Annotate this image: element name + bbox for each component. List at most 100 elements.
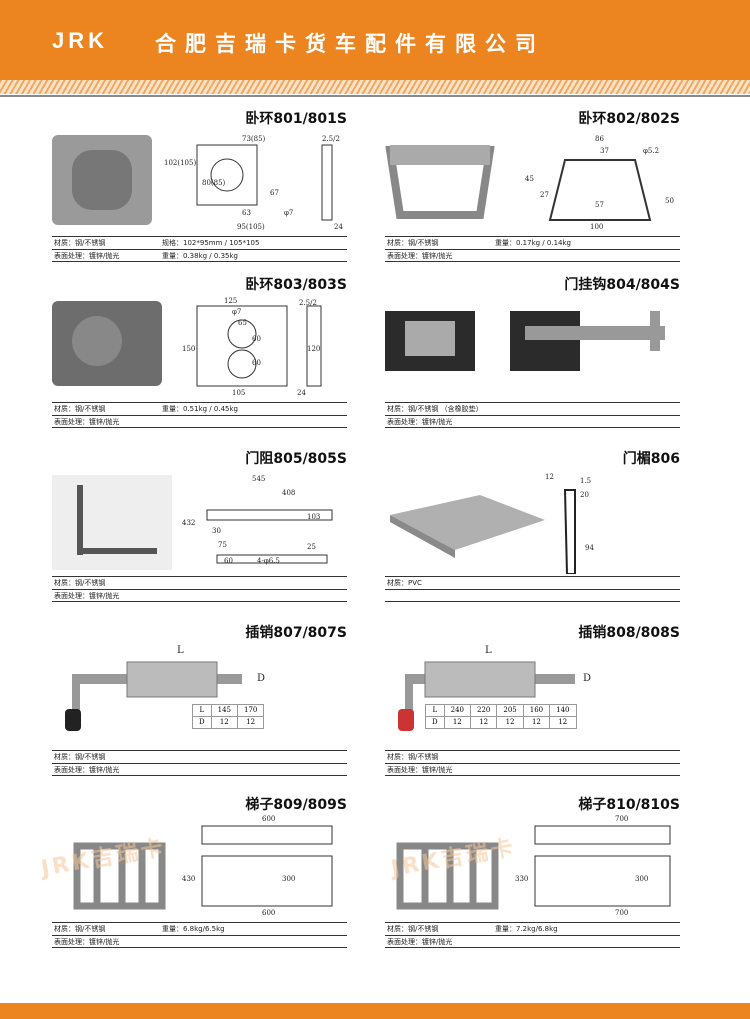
- material-label: 材质：钢/不锈钢: [54, 405, 106, 413]
- product-info: 材质：钢/不锈钢 重量：0.51kg / 0.45kg 表面处理：镀锌/抛光: [52, 402, 347, 428]
- dimension-label: 37: [600, 147, 609, 155]
- header-banner: JRK 合肥吉瑞卡货车配件有限公司: [0, 0, 750, 80]
- product-drawing: [52, 135, 333, 225]
- material-label: 材质：钢/不锈钢 （含橡胶垫）: [387, 405, 483, 413]
- info-row: 表面处理：镀锌/抛光: [385, 249, 680, 262]
- spec-cell: D: [192, 716, 212, 729]
- dimension-label: 75: [218, 541, 227, 549]
- product-title: 门楣806: [622, 451, 680, 467]
- product-title: 门挂钩804/804S: [564, 277, 680, 293]
- dimension-label: φ5.2: [643, 147, 660, 155]
- info-row: [385, 589, 680, 602]
- spec-cell: 170: [236, 704, 265, 717]
- material-label: 材质：钢/不锈钢: [54, 753, 106, 761]
- spec-label: 重量：0.51kg / 0.45kg: [162, 405, 238, 413]
- dimension-label: 150: [182, 345, 196, 353]
- dimension-label: 25: [307, 543, 316, 551]
- info-row: 表面处理：镀锌/抛光: [385, 415, 680, 428]
- dimension-label: 432: [182, 519, 196, 527]
- dimension-label: 45: [525, 175, 534, 183]
- spec-cell: D: [425, 716, 445, 729]
- dimension-label: 105: [232, 389, 246, 397]
- product-drawing: [396, 825, 671, 910]
- surface-label: 表面处理：镀锌/抛光: [54, 937, 120, 946]
- surface-label: 表面处理：镀锌/抛光: [54, 251, 120, 260]
- info-row: 材质：钢/不锈钢规格：102*95mm / 105*105: [52, 236, 347, 249]
- dimension-label: 60: [224, 557, 233, 565]
- spec-cell: 160: [522, 704, 551, 717]
- product-drawing: [385, 145, 652, 221]
- spec-cell: 12: [236, 716, 265, 729]
- material-label: 材质：PVC: [387, 579, 422, 587]
- product-info: 材质：钢/不锈钢表面处理：镀锌/抛光: [52, 750, 347, 776]
- product-drawing: [73, 825, 333, 910]
- info-row: 材质：钢/不锈钢 重量：0.51kg / 0.45kg: [52, 402, 347, 415]
- dimension-label: 103: [307, 513, 321, 521]
- dimension-label: 30: [212, 527, 221, 535]
- dimension-label: 4-φ6.5: [257, 557, 280, 565]
- weight-label: 重量：0.38kg / 0.35kg: [162, 251, 238, 260]
- surface-label: 表面处理：镀锌/抛光: [54, 417, 120, 426]
- product-title: 卧环802/802S: [578, 111, 680, 127]
- info-row: 材质：钢/不锈钢: [52, 750, 347, 763]
- spec-cell: 12: [443, 716, 472, 729]
- dimension-label: 94: [585, 544, 594, 552]
- spec-cell: 240: [443, 704, 472, 717]
- surface-label: 表面处理：镀锌/抛光: [387, 765, 453, 774]
- dimension-label: φ7: [232, 308, 242, 316]
- dimension-label: 2.5/2: [299, 299, 317, 307]
- product-drawing: [390, 489, 576, 575]
- dimension-label: 1.5: [580, 477, 592, 485]
- info-row: 材质：PVC: [385, 576, 680, 589]
- spec-label: 规格：102*95mm / 105*105: [162, 239, 260, 247]
- spec-cell: 12: [522, 716, 551, 729]
- info-row: 表面处理：镀锌/抛光: [52, 935, 347, 948]
- dimension-label: 300: [282, 875, 296, 883]
- info-row: 表面处理：镀锌/抛光: [52, 415, 347, 428]
- product-info: 材质：钢/不锈钢规格：102*95mm / 105*105 表面处理：镀锌/抛光 重…: [52, 236, 347, 262]
- material-label: 材质：钢/不锈钢: [54, 579, 106, 587]
- header-stripe-band: [0, 80, 750, 94]
- dimension-label: L: [177, 645, 184, 656]
- dimension-label: 330: [515, 875, 529, 883]
- info-row: 材质：钢/不锈钢: [52, 576, 347, 589]
- product-drawing: [385, 311, 665, 371]
- dimension-label: 600: [262, 815, 276, 823]
- dimension-label: 50: [665, 197, 674, 205]
- dimension-label: D: [257, 673, 266, 684]
- product-block: 门挂钩804/804S 材质：钢/不锈钢 （含橡胶垫） 表面处理：镀锌/抛光: [385, 274, 680, 444]
- product-info: 材质：PVC: [385, 576, 680, 602]
- spec-cell: 12: [496, 716, 524, 729]
- spec-cell: 12: [469, 716, 498, 729]
- spec-cell: 12: [210, 716, 239, 729]
- info-row: 材质：钢/不锈钢重量：7.2kg/6.8kg: [385, 922, 680, 935]
- info-row: 表面处理：镀锌/抛光: [52, 589, 347, 602]
- spec-cell: L: [425, 704, 445, 717]
- dimension-label: 63: [242, 209, 251, 217]
- dimension-label: 12: [545, 473, 554, 481]
- info-row: 材质：钢/不锈钢重量：6.8kg/6.5kg: [52, 922, 347, 935]
- spec-cell: L: [192, 704, 212, 717]
- dimension-label: 60: [252, 359, 261, 367]
- spec-cell: 145: [210, 704, 239, 717]
- product-illustration: [385, 296, 680, 400]
- product-drawing: [398, 661, 575, 731]
- dimension-label: 60: [252, 335, 261, 343]
